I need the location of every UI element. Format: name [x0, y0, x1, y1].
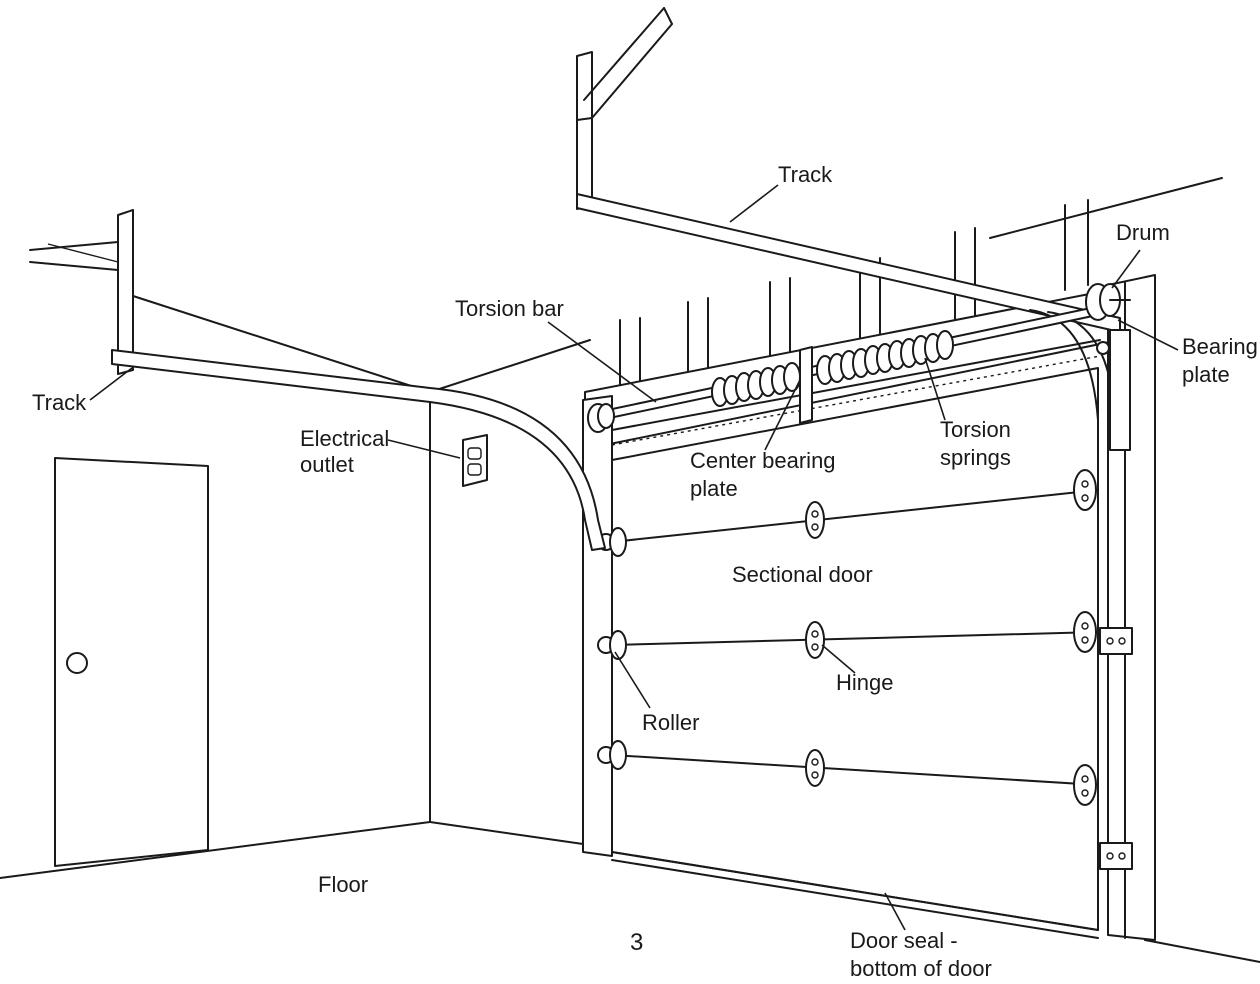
sectional-door [611, 367, 1099, 931]
hinge-icon [805, 621, 825, 659]
hinge-icon [1073, 764, 1097, 806]
hinge-icon [805, 501, 825, 539]
left-track [29, 209, 606, 551]
hinge-icon [1073, 611, 1097, 653]
label-door-seal-line1: Door seal - [850, 928, 958, 953]
page-number: 3 [630, 929, 643, 956]
label-hinge: Hinge [836, 670, 893, 695]
side-door [54, 457, 209, 867]
hinges [805, 469, 1097, 806]
label-torsion-bar: Torsion bar [455, 296, 564, 321]
leader-lines [89, 184, 1179, 931]
label-torsion-springs-line1: Torsion [940, 417, 1011, 442]
label-roller: Roller [642, 710, 699, 735]
right-track [576, 7, 1131, 451]
left-bearing-end [587, 403, 615, 433]
label-bearing-plate-line1: Bearing [1182, 334, 1258, 359]
drum [1085, 283, 1131, 321]
label-drum: Drum [1116, 220, 1170, 245]
torsion-springs [711, 330, 954, 407]
roller-icon [597, 630, 627, 660]
label-floor: Floor [318, 872, 368, 897]
label-sectional-door: Sectional door [732, 562, 873, 587]
hinge-icon [1073, 469, 1097, 511]
room-walls [0, 177, 1260, 963]
label-track-left: Track [32, 390, 87, 415]
label-center-bearing-line1: Center bearing [690, 448, 836, 473]
roller-icon [597, 740, 627, 770]
rollers [597, 527, 627, 770]
labels: Track Track Drum Torsion bar Bearing pla… [32, 162, 1258, 981]
label-electrical-outlet-line2: outlet [300, 452, 354, 477]
center-bearing-plate [799, 346, 813, 424]
electrical-outlet [462, 434, 488, 487]
label-track-right: Track [778, 162, 833, 187]
label-bearing-plate-line2: plate [1182, 362, 1230, 387]
jamb-plates [1099, 627, 1133, 870]
label-center-bearing-line2: plate [690, 476, 738, 501]
hinge-icon [805, 749, 825, 787]
label-electrical-outlet-line1: Electrical [300, 426, 389, 451]
bearing-plate [1096, 341, 1110, 355]
door-seal [611, 851, 1099, 939]
label-torsion-springs-line2: springs [940, 445, 1011, 470]
label-door-seal-line2: bottom of door [850, 956, 992, 981]
